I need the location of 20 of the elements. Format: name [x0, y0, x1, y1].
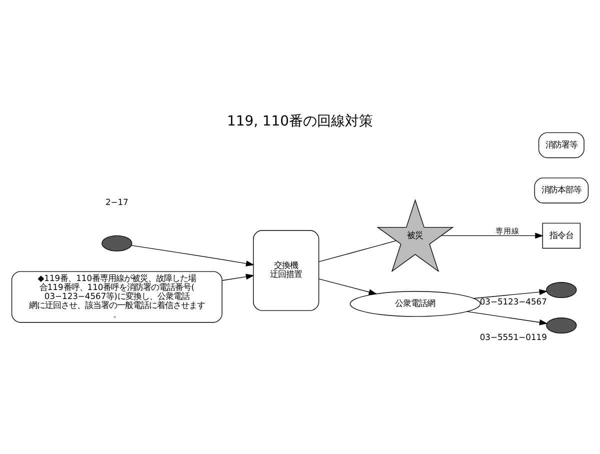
node-label: 03−5551−0119: [480, 332, 547, 342]
node-box: 消防本部等: [534, 178, 589, 204]
node-phone: [546, 318, 577, 334]
node-phone: [102, 235, 132, 252]
arrow: [131, 245, 254, 266]
arrow: [473, 289, 548, 299]
node-box: ◆119番、110番専用線が被災、故障した場合119番呼、110番呼を消防署の電話番号(03−123−4567等)に変換し、公衆電話網に迂回させ、該当署の一般電話に着信させます。: [11, 271, 222, 323]
arrow: [318, 278, 378, 295]
connector: [318, 240, 396, 262]
node-box: 交換機 迂回措置: [253, 230, 320, 311]
node-phone: [546, 282, 577, 298]
node-box: 消防署等: [538, 132, 584, 158]
diagram-title: 119, 110番の回線対策: [227, 114, 373, 130]
node-box: 指令台: [542, 222, 581, 249]
arrow: [222, 274, 254, 281]
arrow: [440, 232, 544, 239]
node-label: 03−5123−4567: [480, 296, 547, 306]
node-ellipse: 公衆電話網: [350, 291, 481, 317]
label: 2−17: [105, 197, 128, 208]
arrow: [466, 311, 548, 326]
